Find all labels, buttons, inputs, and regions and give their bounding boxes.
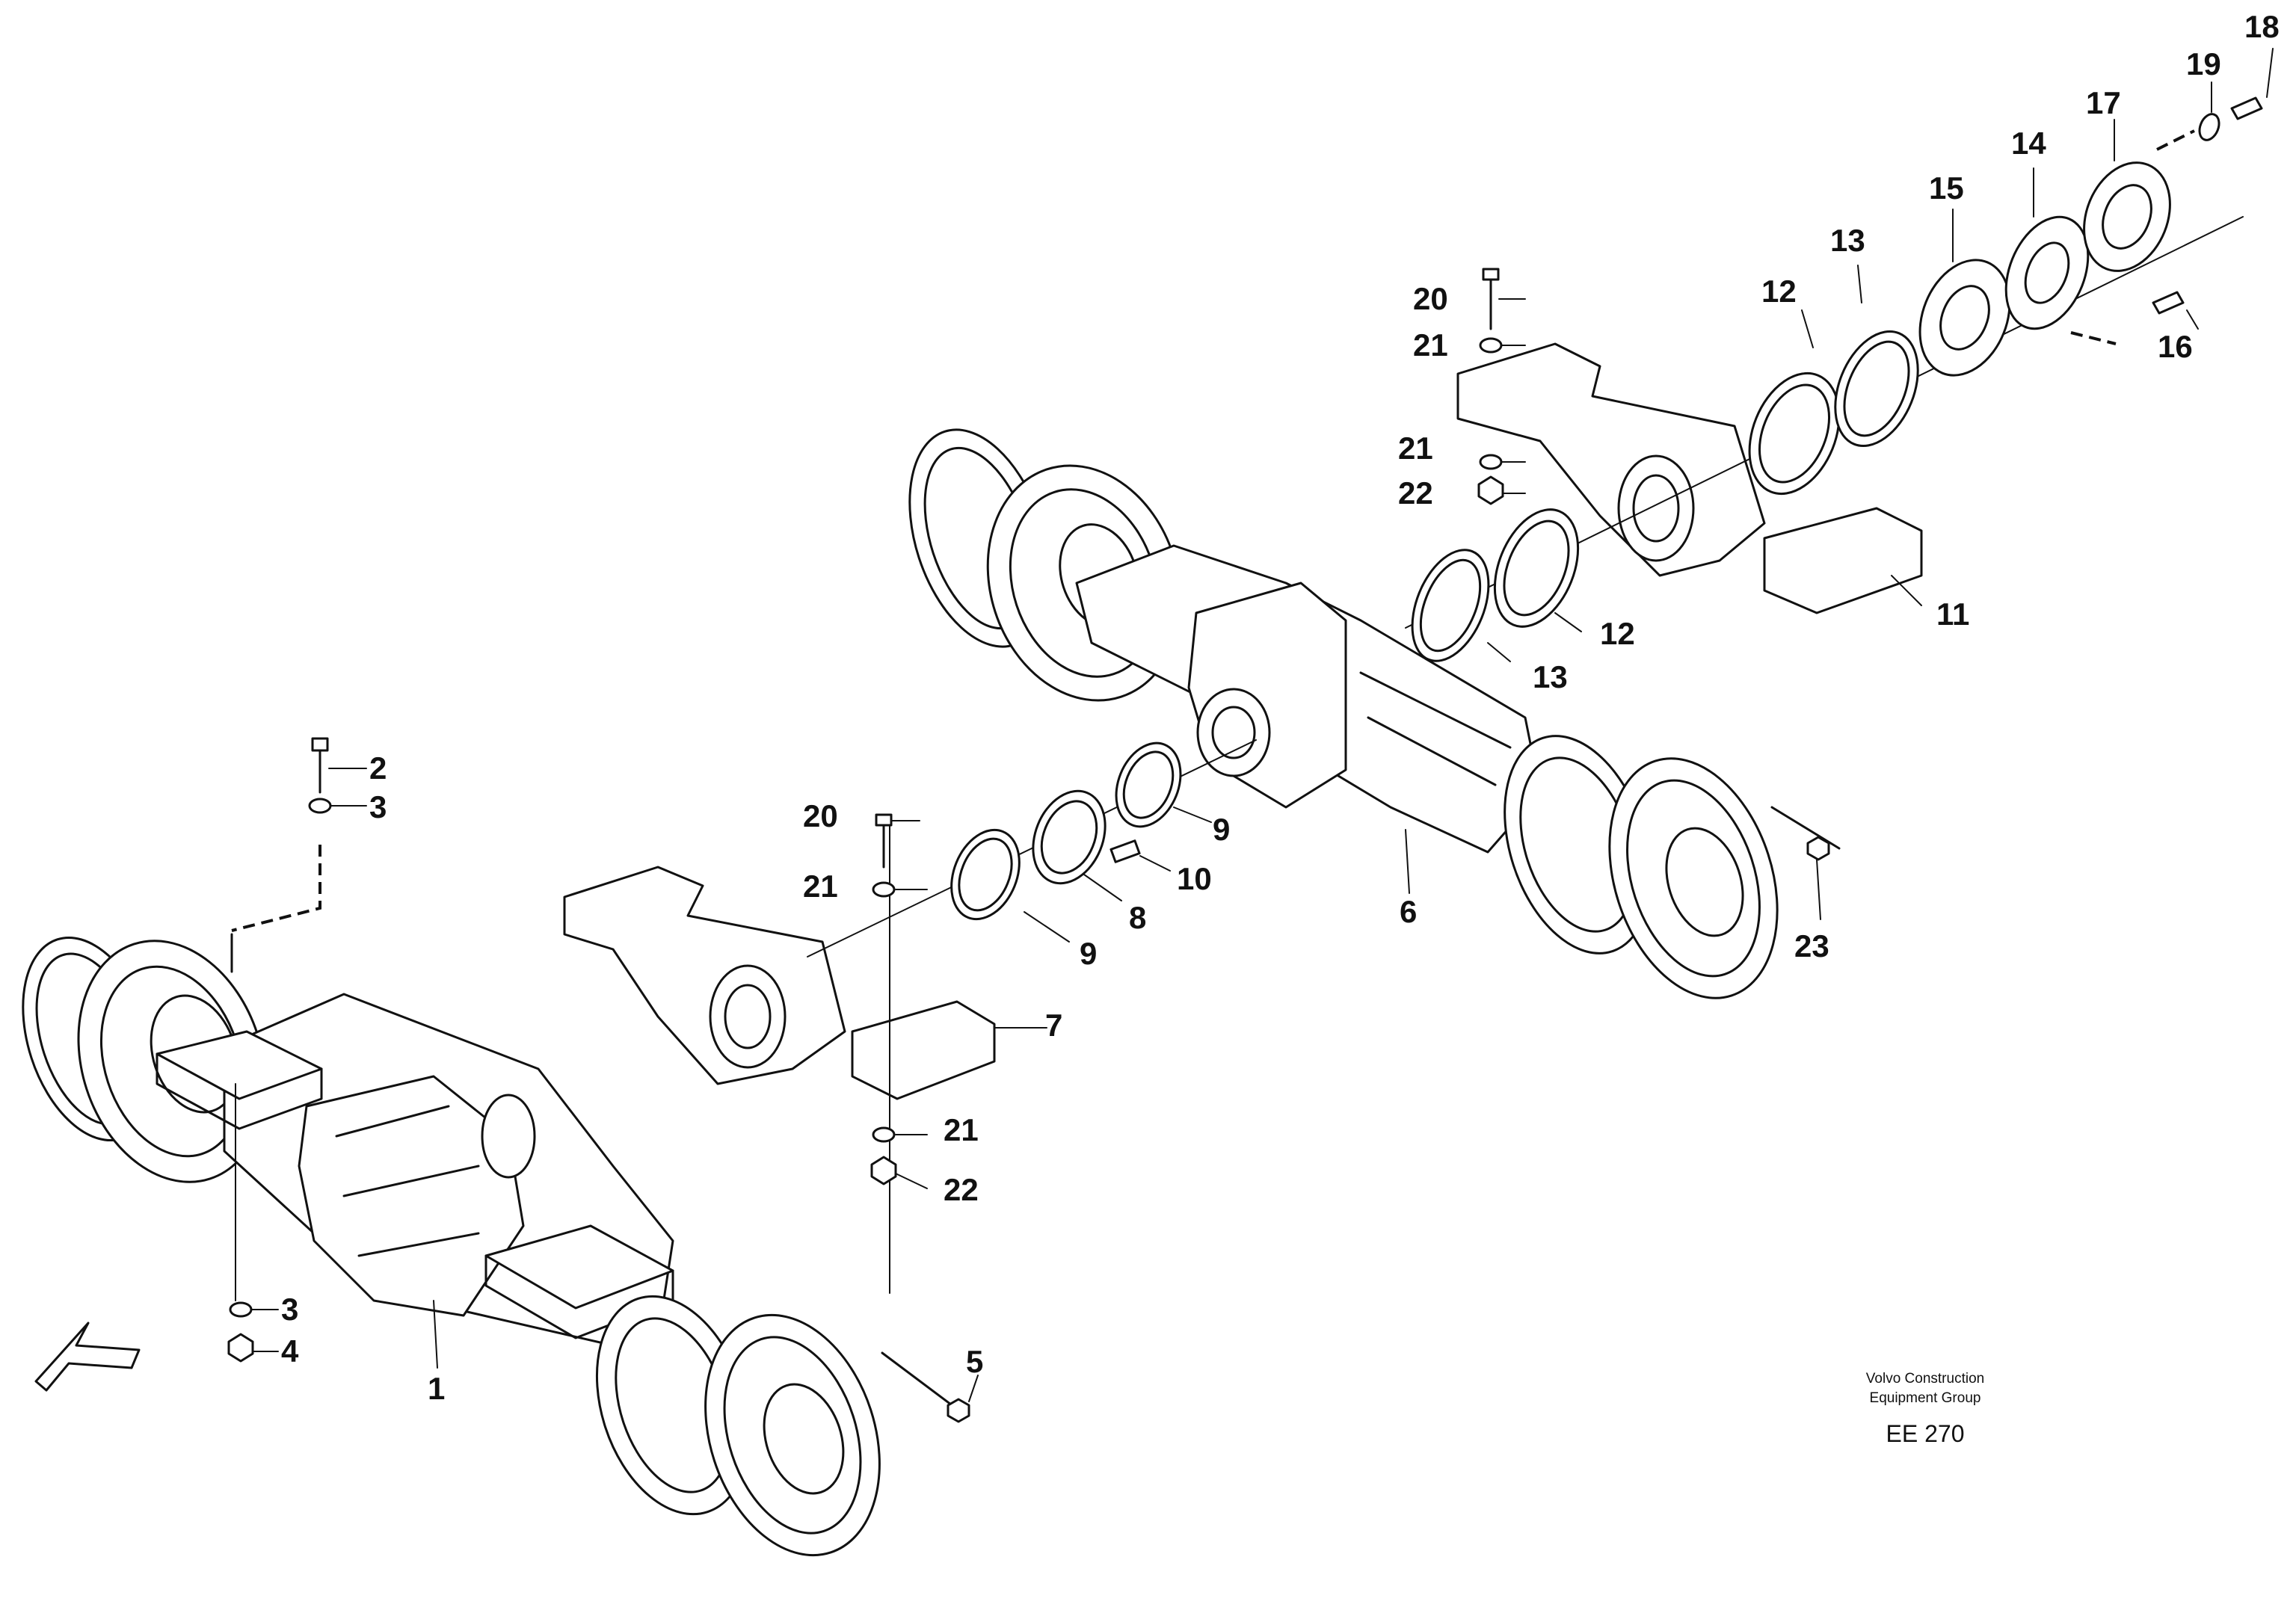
part-number-labels: 2 3 3 4 1 5 20 21 21 22 7 9 8 10 9 6 23 …	[281, 9, 2280, 1406]
part-label-18: 18	[2244, 9, 2280, 44]
front-axle	[22, 936, 881, 1557]
part-label-9-lower: 9	[1080, 936, 1097, 971]
part-label-21-lower-a: 21	[803, 869, 838, 904]
drawing-code: EE 270	[1886, 1420, 1965, 1447]
part-label-20-upper: 20	[1413, 281, 1448, 316]
front-top-fasteners	[227, 737, 970, 1423]
part-label-22-upper: 22	[1398, 475, 1433, 511]
part-label-21-lower-b: 21	[944, 1112, 979, 1147]
part-label-13-upper: 13	[1830, 223, 1865, 258]
part-label-2: 2	[369, 750, 387, 786]
bracket-upper	[1405, 216, 2244, 629]
upper-rings	[1411, 96, 2263, 662]
part-label-4: 4	[281, 1333, 299, 1369]
part-label-5: 5	[966, 1344, 983, 1379]
part-label-10: 10	[1177, 861, 1212, 896]
part-label-12-upper: 12	[1761, 274, 1797, 309]
bracket-lower	[563, 739, 1257, 1294]
rear-axle	[908, 428, 1841, 999]
part-label-6: 6	[1400, 894, 1417, 929]
part-label-3-bottom: 3	[281, 1292, 298, 1327]
leader-lines	[250, 48, 2274, 1402]
part-label-8: 8	[1129, 900, 1146, 935]
part-label-20-lower: 20	[803, 798, 838, 833]
part-label-1: 1	[428, 1371, 445, 1406]
part-label-22-lower: 22	[944, 1172, 979, 1207]
direction-arrow-icon	[34, 1322, 141, 1392]
company-name-line1: Volvo Construction	[1865, 1371, 1985, 1387]
part-label-3-top: 3	[369, 789, 387, 824]
part-label-16: 16	[2158, 329, 2193, 364]
part-label-21-upper-b: 21	[1398, 431, 1433, 466]
part-label-19: 19	[2186, 46, 2221, 81]
part-label-23: 23	[1794, 928, 1829, 963]
part-label-17: 17	[2086, 85, 2121, 120]
lower-rings	[950, 741, 1182, 921]
part-label-12-lower: 12	[1600, 616, 1635, 651]
part-label-9-upper: 9	[1213, 812, 1230, 847]
part-label-15: 15	[1929, 170, 1964, 206]
part-label-21-upper-a: 21	[1413, 327, 1448, 363]
part-label-14: 14	[2011, 126, 2046, 161]
manufacturer-caption: Volvo Construction Equipment Group	[1832, 1369, 2019, 1408]
company-name-line2: Equipment Group	[1869, 1390, 1981, 1406]
part-label-7: 7	[1045, 1008, 1062, 1043]
part-label-11: 11	[1936, 596, 1969, 632]
part-label-13-lower: 13	[1533, 659, 1568, 694]
